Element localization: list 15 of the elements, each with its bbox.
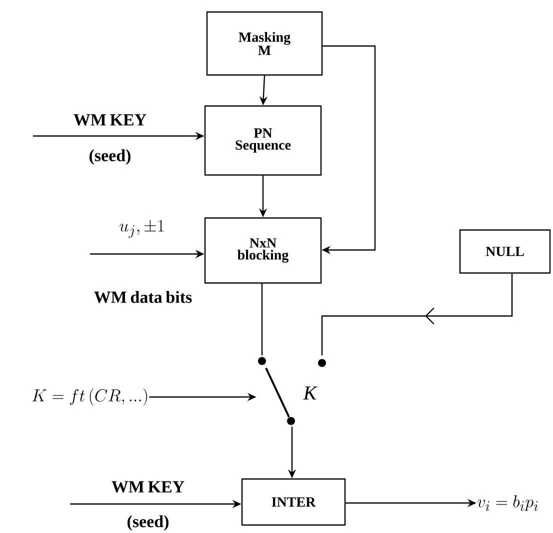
process-box: Masking M <box>206 11 323 76</box>
formula-text: $v_i = b_i p_i$ <box>478 495 538 511</box>
process-box: INTER <box>241 478 346 526</box>
process-box: NULL <box>459 229 551 274</box>
text-label: (seed) <box>90 149 130 165</box>
process-box: PN Sequence <box>204 105 322 176</box>
text-label: (seed) <box>128 515 168 531</box>
formula-label: $u_j, \pm 1$ <box>120 220 164 238</box>
switch-drawing <box>258 357 326 425</box>
formula-text: $K = ft\left(CR,...\right)$ <box>32 388 147 406</box>
switch-label: K <box>303 386 318 400</box>
process-box: NxN blocking <box>204 217 322 284</box>
text-label: WM KEY <box>74 114 146 126</box>
text-label: WM KEY <box>112 481 184 493</box>
text-label: WM data bits <box>94 290 192 304</box>
